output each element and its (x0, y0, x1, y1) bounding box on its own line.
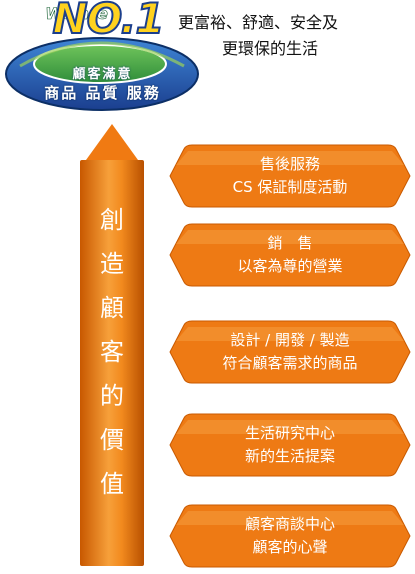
tile-subtitle: 顧客的心聲 (252, 538, 328, 556)
tile-title: 售後服務 (259, 155, 320, 173)
tile-life-research-center: 生活研究中心 新的生活提案 (168, 412, 412, 478)
arrow-char: 客 (100, 338, 124, 366)
tile-subtitle: 符合顧客需求的商品 (222, 354, 358, 372)
arrow-char: 造 (100, 250, 124, 278)
tile-design-development-manufacturing: 設計 / 開發 / 製造 符合顧客需求的商品 (168, 319, 412, 385)
tile-shape (169, 320, 411, 384)
tile-shape (169, 504, 411, 568)
we-are-no1-logo: We are NO.1 顧客滿意 商品 品質 服務 (0, 0, 205, 118)
tagline-line2: 更環保的生活 (222, 39, 319, 58)
tagline-line1: 更富裕、舒適、安全及 (178, 13, 339, 32)
tile-shape (169, 223, 411, 287)
no1-text: NO.1 (51, 0, 165, 44)
arrow-neck (101, 154, 123, 164)
tile-title: 顧客商談中心 (244, 515, 335, 533)
product-quality-service-text: 商品 品質 服務 (44, 84, 161, 102)
arrow-char: 值 (100, 470, 124, 498)
tile-subtitle: CS 保証制度活動 (232, 178, 348, 196)
tile-title: 銷 售 (267, 234, 313, 252)
tile-shape (169, 144, 411, 208)
arrow-char: 創 (100, 206, 124, 234)
tile-after-sales-service: 售後服務 CS 保証制度活動 (168, 143, 412, 209)
tile-subtitle: 新的生活提案 (244, 447, 335, 465)
tile-sales: 銷 售 以客為尊的營業 (168, 222, 412, 288)
tile-title: 生活研究中心 (244, 424, 335, 442)
create-customer-value-label: 創 造 顧 客 的 價 值 (80, 198, 144, 506)
arrow-shaft (80, 160, 144, 566)
arrow-char: 價 (100, 426, 124, 454)
logo-ring-graphic (5, 37, 199, 111)
tile-subtitle: 以客為尊的營業 (237, 257, 343, 275)
tagline: 更富裕、舒適、安全及 更環保的生活 (178, 10, 408, 62)
arrow-char: 顧 (100, 294, 124, 322)
tile-title: 設計 / 開發 / 製造 (230, 331, 350, 349)
customer-satisfaction-label: 顧客滿意 (72, 67, 133, 82)
arrow-char: 的 (100, 382, 124, 410)
we-are-text: We are (45, 4, 108, 24)
tile-customer-consultation-center: 顧客商談中心 顧客的心聲 (168, 503, 412, 569)
tile-shape (169, 413, 411, 477)
